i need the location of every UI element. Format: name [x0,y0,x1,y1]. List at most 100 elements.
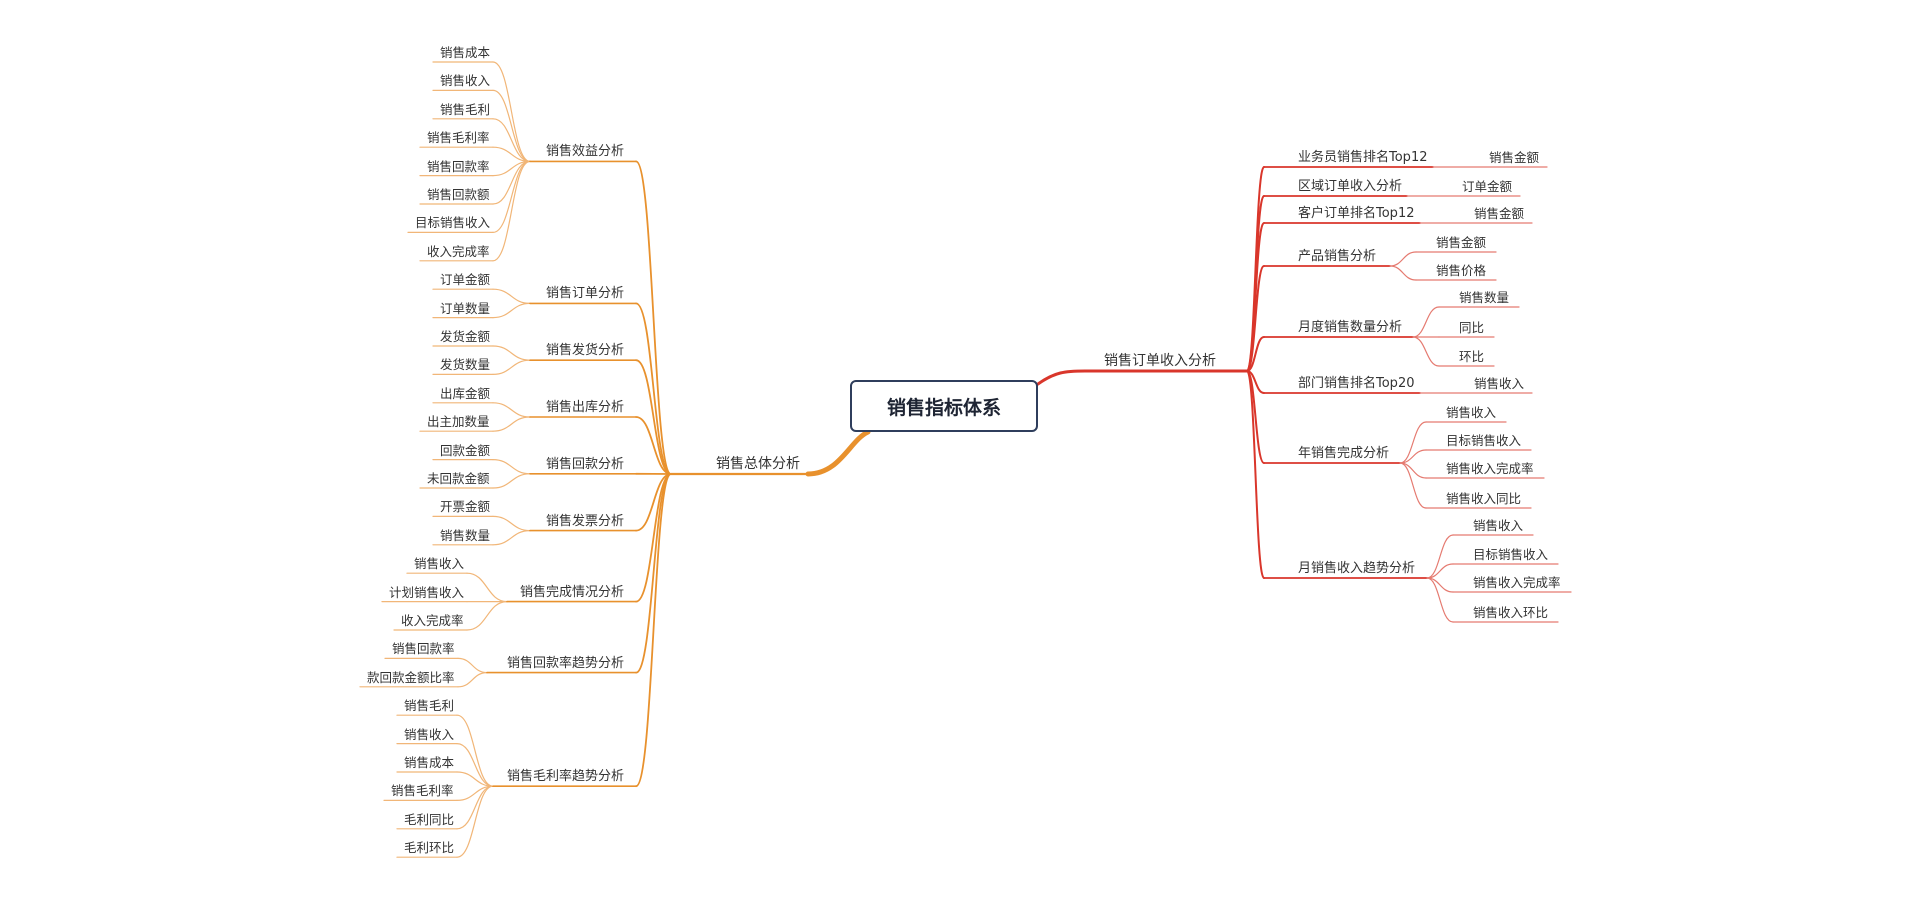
leaf-node[interactable]: 出库金额 [440,385,491,401]
sub-branch-left[interactable]: 销售回款分析 [546,456,625,472]
connector [1426,577,1454,623]
leaf-node[interactable]: 销售数量 [440,527,491,543]
connector [1246,265,1265,372]
leaf-node[interactable]: 款回款金额比率 [367,669,455,685]
leaf-node[interactable]: 销售收入 [1473,518,1524,533]
leaf-node[interactable]: 销售回款率 [427,158,490,174]
leaf-node[interactable]: 目标销售收入 [415,215,491,231]
root-node[interactable]: 销售指标体系 [850,380,1038,432]
leaf-node[interactable]: 销售收入 [414,556,465,572]
connector [635,302,672,475]
sub-branch-left[interactable]: 销售回款率趋势分析 [507,655,625,671]
sub-branch-right[interactable]: 部门销售排名Top20 [1298,376,1415,391]
sub-branch-right[interactable]: 客户订单排名Top12 [1298,206,1415,221]
leaf-node[interactable]: 销售金额 [1489,150,1540,165]
leaf-node[interactable]: 发货金额 [440,329,491,344]
leaf-node[interactable]: 收入完成率 [401,613,464,628]
sub-branch-right[interactable]: 年销售完成分析 [1298,446,1390,461]
leaf-node[interactable]: 目标销售收入 [1446,433,1522,448]
leaf-node[interactable]: 同比 [1459,320,1485,335]
sub-branch-left[interactable]: 销售发票分析 [546,513,625,529]
leaf-node[interactable]: 计划销售收入 [389,584,465,600]
connector [1412,336,1440,367]
connector [492,288,531,304]
sub-branch-left[interactable]: 销售发货分析 [546,343,625,359]
sub-branch-left[interactable]: 销售完成情况分析 [520,584,625,600]
connector [492,530,531,546]
sub-branch-left[interactable]: 销售毛利率趋势分析 [507,769,625,785]
leaf-node[interactable]: 销售成本 [440,45,491,60]
branch-connector [805,429,871,477]
leaf-node[interactable]: 毛利同比 [404,811,455,827]
connector [1246,370,1265,579]
leaf-node[interactable]: 销售收入环比 [1473,605,1549,620]
sub-branch-right[interactable]: 产品销售分析 [1298,249,1377,264]
connector [635,473,672,788]
leaf-node[interactable]: 发货数量 [440,357,491,373]
connector [1389,265,1417,281]
connector [456,785,494,858]
branch-left[interactable]: 销售总体分析 [716,456,800,472]
connector [1426,563,1454,579]
connector [457,672,488,688]
connector [492,345,531,361]
leaf-node[interactable]: 毛利环比 [404,840,455,856]
connector [456,771,494,787]
leaf-node[interactable]: 订单金额 [440,272,491,288]
leaf-node[interactable]: 销售收入完成率 [1446,461,1534,476]
connector [492,359,531,375]
leaf-node[interactable]: 订单数量 [440,300,491,316]
connector [635,160,672,475]
connector [635,473,672,674]
connector [492,473,531,489]
leaf-node[interactable]: 销售价格 [1436,263,1487,278]
sub-branch-left[interactable]: 销售出库分析 [546,400,625,415]
connector [1426,534,1454,579]
leaf-node[interactable]: 销售金额 [1474,206,1525,221]
leaf-node[interactable]: 销售收入 [1446,405,1497,420]
leaf-node[interactable]: 未回款金额 [427,471,490,486]
sub-branch-right[interactable]: 区域订单收入分析 [1298,179,1403,194]
connector [492,515,531,532]
leaf-node[interactable]: 订单金额 [1462,179,1513,194]
leaf-node[interactable]: 销售收入 [404,726,455,742]
leaf-node[interactable]: 目标销售收入 [1473,547,1549,562]
sub-branch-right[interactable]: 月销售收入趋势分析 [1298,561,1416,576]
connector [492,160,531,262]
leaf-node[interactable]: 销售毛利率 [391,783,454,799]
connector [492,89,531,162]
connector [1246,222,1265,372]
connector [492,402,531,418]
leaf-node[interactable]: 环比 [1459,349,1485,364]
connector [456,714,494,787]
connector [457,657,488,674]
branch-right[interactable]: 销售订单收入分析 [1104,353,1216,369]
sub-branch-left[interactable]: 销售订单分析 [546,286,625,302]
leaf-node[interactable]: 销售毛利 [440,101,491,117]
connector [635,416,672,475]
leaf-node[interactable]: 销售成本 [404,755,455,770]
connector [492,302,531,319]
leaf-node[interactable]: 销售金额 [1436,235,1487,250]
leaf-node[interactable]: 回款金额 [440,442,491,458]
connector [1399,421,1427,464]
leaf-node[interactable]: 销售回款率 [392,641,455,657]
connector [1399,449,1427,464]
connector [456,743,494,787]
leaf-node[interactable]: 出主加数量 [427,414,490,430]
sub-branch-right[interactable]: 月度销售数量分析 [1298,320,1403,335]
leaf-node[interactable]: 销售毛利率 [427,130,490,146]
leaf-node[interactable]: 销售回款额 [427,187,490,202]
connector [466,572,508,603]
leaf-node[interactable]: 销售毛利 [404,698,455,714]
sub-branch-left[interactable]: 销售效益分析 [546,144,625,160]
leaf-node[interactable]: 开票金额 [440,499,491,515]
leaf-node[interactable]: 收入完成率 [427,243,490,259]
leaf-node[interactable]: 销售收入 [440,73,491,89]
leaf-node[interactable]: 销售收入同比 [1446,491,1522,506]
sub-branch-right[interactable]: 业务员销售排名Top12 [1298,150,1428,165]
leaf-node[interactable]: 销售数量 [1459,290,1510,305]
leaf-node[interactable]: 销售收入完成率 [1473,575,1561,590]
leaf-node[interactable]: 销售收入 [1474,376,1525,391]
connector [492,118,531,162]
